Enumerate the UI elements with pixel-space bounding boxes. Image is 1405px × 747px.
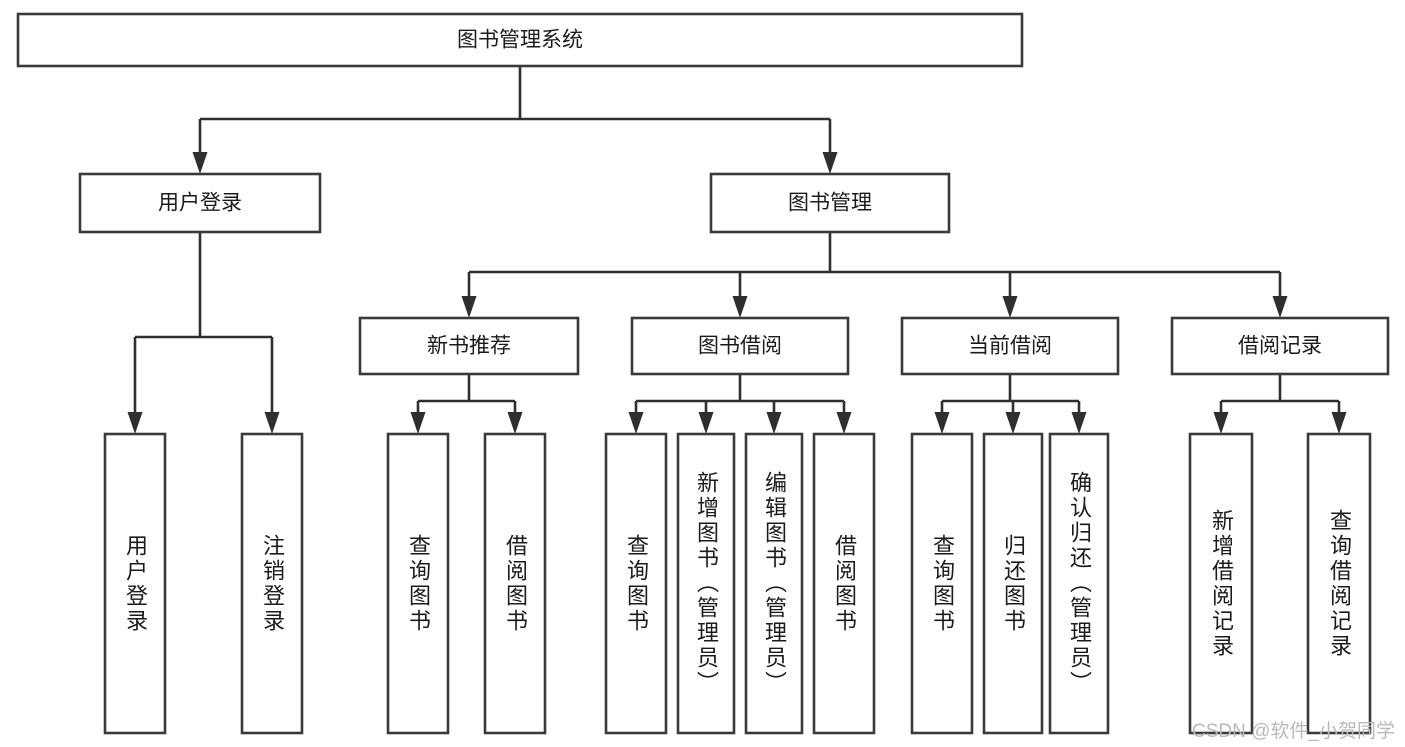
arrow-head-icon [836,412,852,434]
node-box[interactable] [1170,316,1390,376]
arrow-head-icon [1071,412,1087,434]
arrow-head-icon [628,412,644,434]
node-label: 用户登录 [158,192,242,215]
arrow-head-icon [410,412,426,434]
node-box[interactable] [78,172,322,234]
arrow-head-icon [1005,412,1021,434]
node-n2[interactable] [483,432,547,735]
node-box[interactable] [676,432,736,735]
connector-group-l2b [461,232,1288,318]
node-u2[interactable] [240,432,304,735]
arrow-head-icon [822,152,838,174]
node-box[interactable] [483,432,547,735]
node-label: 借阅记录 [1238,335,1322,358]
node-label: 新书推荐 [427,335,511,358]
node-box[interactable] [910,432,974,735]
arrow-head-icon [1331,412,1347,434]
arrow-head-icon [732,296,748,318]
node-box[interactable] [744,432,804,735]
csdn-watermark: CSDN @软件_小贺同学 [1192,721,1395,742]
node-b3[interactable] [744,432,804,735]
node-b1[interactable] [604,432,668,735]
arrow-head-icon [1213,412,1229,434]
node-l3c[interactable]: 当前借阅 [900,316,1120,376]
node-label: 图书管理 [788,192,872,215]
node-box[interactable] [358,316,580,376]
connector-group-l3d [1213,374,1347,434]
node-label: 当前借阅 [968,335,1052,358]
node-b4[interactable] [812,432,876,735]
node-box[interactable] [16,12,1024,68]
node-root[interactable]: 图书管理系统 [16,12,1024,68]
node-box[interactable] [982,432,1044,735]
node-u1[interactable] [103,432,167,735]
node-l2a[interactable]: 用户登录 [78,172,322,234]
arrow-head-icon [264,412,280,434]
node-c2[interactable] [982,432,1044,735]
node-l3a[interactable]: 新书推荐 [358,316,580,376]
arrow-head-icon [192,152,208,174]
node-box[interactable] [900,316,1120,376]
node-l3b[interactable]: 图书借阅 [630,316,850,376]
connector-group-l3c [934,374,1087,434]
node-l2b[interactable]: 图书管理 [709,172,951,234]
node-box[interactable] [630,316,850,376]
node-r2[interactable] [1306,432,1372,735]
node-box[interactable] [604,432,668,735]
node-r1[interactable] [1188,432,1254,735]
node-box[interactable] [812,432,876,735]
arrow-head-icon [1272,296,1288,318]
connector-group-root [192,66,838,174]
arrow-head-icon [698,412,714,434]
node-n1[interactable] [386,432,450,735]
node-box[interactable] [709,172,951,234]
arrow-head-icon [461,296,477,318]
node-box[interactable] [103,432,167,735]
arrow-head-icon [934,412,950,434]
node-c3[interactable] [1048,432,1110,735]
arrow-head-icon [1002,296,1018,318]
connector-group-l3b [628,374,852,434]
node-label: 图书管理系统 [457,29,583,52]
node-label: 图书借阅 [698,335,782,358]
connectors-layer [127,66,1347,434]
node-box[interactable] [1048,432,1110,735]
connector-group-l3a [410,374,523,434]
arrow-head-icon [766,412,782,434]
arrow-head-icon [507,412,523,434]
node-l3d[interactable]: 借阅记录 [1170,316,1390,376]
arrow-head-icon [127,412,143,434]
node-c1[interactable] [910,432,974,735]
node-b2[interactable] [676,432,736,735]
node-box[interactable] [386,432,450,735]
connector-group-l2a [127,232,280,434]
node-box[interactable] [1188,432,1254,735]
node-box[interactable] [1306,432,1372,735]
node-box[interactable] [240,432,304,735]
